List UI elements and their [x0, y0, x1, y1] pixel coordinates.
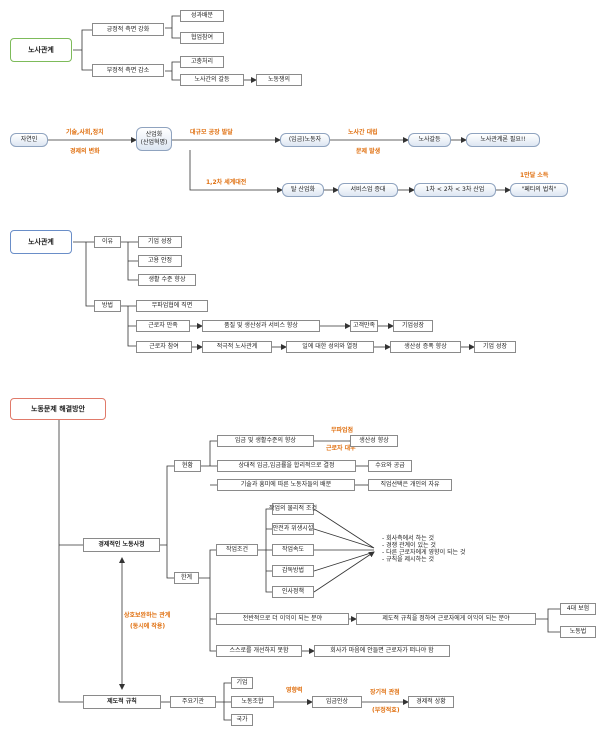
productivity-increase-box: 생산성 증폭 향상: [390, 341, 461, 353]
grievance-box: 고충처리: [180, 56, 224, 68]
note-item: - 규칙을 제시하는 것: [382, 556, 435, 563]
post-industrial-node: 탈 산업화: [282, 183, 324, 197]
productivity-box: 생산성 향상: [350, 435, 398, 447]
four-insurances-box: 4대 보험: [560, 603, 596, 615]
labor-dispute-box: 노동쟁의: [256, 74, 302, 86]
method-box: 방법: [94, 300, 121, 312]
company-growth-box-2: 기업성장: [393, 320, 433, 332]
no-strike-box: 무파업협에 직면: [136, 300, 208, 312]
negative-aspect-box: 부정적 측면 감소: [92, 64, 164, 77]
service-increase-node: 서비스업 증대: [338, 183, 398, 197]
labor-law-box: 노동법: [560, 626, 596, 638]
work-speed-box: 작업속도: [272, 544, 314, 556]
industry-sectors-node: 1차 < 2차 < 3차 산업: [414, 183, 496, 197]
customer-satisfaction-box: 고객만족: [350, 320, 378, 332]
nation-org-box: 국가: [231, 714, 253, 726]
labor-conflict-box: 노사간의 갈등: [180, 74, 244, 86]
labor-union-box: 노동조합: [231, 696, 274, 708]
worker-allocation-box: 기술과 흥미에 따른 노동자들의 배분: [217, 479, 355, 491]
company-org-box: 기업: [231, 677, 253, 689]
note-item: - 회사측에서 하는 것: [382, 535, 435, 542]
work-passion-box: 일에 대한 성의와 열정: [286, 341, 374, 353]
labor-confrontation-label: 노사간 대립: [348, 129, 378, 136]
company-growth-box-3: 기업 성장: [474, 341, 516, 353]
problem-occurs-label: 문제 발생: [356, 148, 381, 155]
negative-effect-label: (부정적효): [372, 707, 400, 714]
career-freedom-box: 직업선택은 개인의 자유: [368, 479, 452, 491]
mass-factory-label: 대규모 공장 발달: [190, 129, 233, 136]
natural-person-node: 자연인: [10, 133, 48, 147]
limit-box: 한계: [174, 572, 199, 584]
note-item: - 다른 근로자에게 영향이 되는 것: [382, 549, 466, 556]
worker-participation-box: 근로자 참여: [136, 341, 192, 353]
company-growth-box: 기업 성장: [138, 236, 182, 248]
quality-productivity-box: 품질 및 생산성과 서비스 향상: [202, 320, 320, 332]
petty-law-node: "페티의 법칙": [510, 183, 568, 197]
world-wars-label: 1,2차 세계대전: [206, 179, 247, 186]
physical-conditions-box: 작업의 물리적 조건: [269, 503, 317, 515]
main-org-box: 주요기관: [170, 696, 216, 708]
work-conditions-box: 작업조건: [216, 544, 258, 556]
economic-change-label: 경제의 변화: [70, 148, 100, 155]
income-label: 1만달 소득: [520, 172, 549, 179]
relative-wage-box: 상대적 임금,임금률을 합리적으로 결정: [217, 460, 356, 472]
hr-policy-box: 인사정책: [272, 586, 314, 598]
worker-leaves-box: 회사가 마음에 안들면 근로자가 떠나야 함: [314, 645, 450, 657]
wage-living-box: 임금 및 생활수준의 향상: [217, 435, 314, 447]
tech-social-political-label: 기술,사회,정치: [66, 129, 104, 136]
labor-relations-title-1: 노사관계: [10, 38, 72, 62]
status-box: 현황: [174, 460, 201, 472]
labor-relations-title-2: 노사관계: [10, 230, 72, 254]
labor-solution-title: 노동문제 해결방안: [10, 398, 106, 420]
industrial-revolution-text: (산업혁명): [140, 139, 168, 146]
industrialization-node: 산업화 (산업혁명): [136, 127, 172, 151]
long-term-label: 장기적 관점: [370, 689, 400, 696]
self-improvement-box: 스스로를 개선하지 못함: [216, 645, 302, 657]
positive-aspect-box: 긍정적 측면 강화: [92, 23, 164, 36]
industrialization-text: 산업화: [145, 131, 163, 138]
simultaneous-label: (동시에 작용): [130, 623, 166, 630]
institutional-rules-box: 제도적 규칙: [83, 695, 161, 709]
reason-box: 이유: [94, 236, 121, 248]
wage-worker-node: (임금)노동자: [280, 133, 330, 147]
employment-stability-box: 고용 안정: [138, 255, 182, 267]
performance-sharing-box: 성과배분: [180, 10, 224, 22]
note-item: - 경쟁 관계이 있는 것: [382, 542, 436, 549]
supply-demand-box: 수요와 공급: [368, 460, 412, 472]
economic-status-box: 경제적 상황: [408, 696, 454, 708]
worker-treatment-label: 근로자 대우: [326, 445, 356, 452]
supervision-box: 감독방법: [272, 565, 314, 577]
safety-hygiene-box: 안전과 위생시설: [272, 523, 314, 535]
no-strike-label: 무파업점: [331, 427, 354, 434]
economic-conditions-box: 경제적인 노동사정: [83, 538, 160, 552]
theory-needed-node: 노사관계론 필요!!: [466, 133, 540, 147]
living-standard-box: 생활 수준 향상: [138, 274, 196, 286]
active-relations-box: 적극적 노사관계: [202, 341, 272, 353]
mutual-complement-label: 상호보완하는 관계: [124, 612, 171, 619]
institutional-benefit-box: 제도적 규칙을 정하여 근로자에게 이익이 되는 분야: [356, 613, 536, 625]
worker-satisfaction-box: 근로자 만족: [136, 320, 190, 332]
notes-list: - 회사측에서 하는 것 - 경쟁 관계이 있는 것 - 다른 근로자에게 영향…: [382, 535, 465, 563]
cooperation-box: 협업참여: [180, 32, 224, 44]
wage-raise-box: 임금인상: [312, 696, 362, 708]
influence-label: 영향력: [286, 687, 303, 694]
benefit-area-box: 전반적으로 더 이익이 되는 분야: [216, 613, 349, 625]
labor-conflict-node: 노사갈등: [408, 133, 451, 147]
